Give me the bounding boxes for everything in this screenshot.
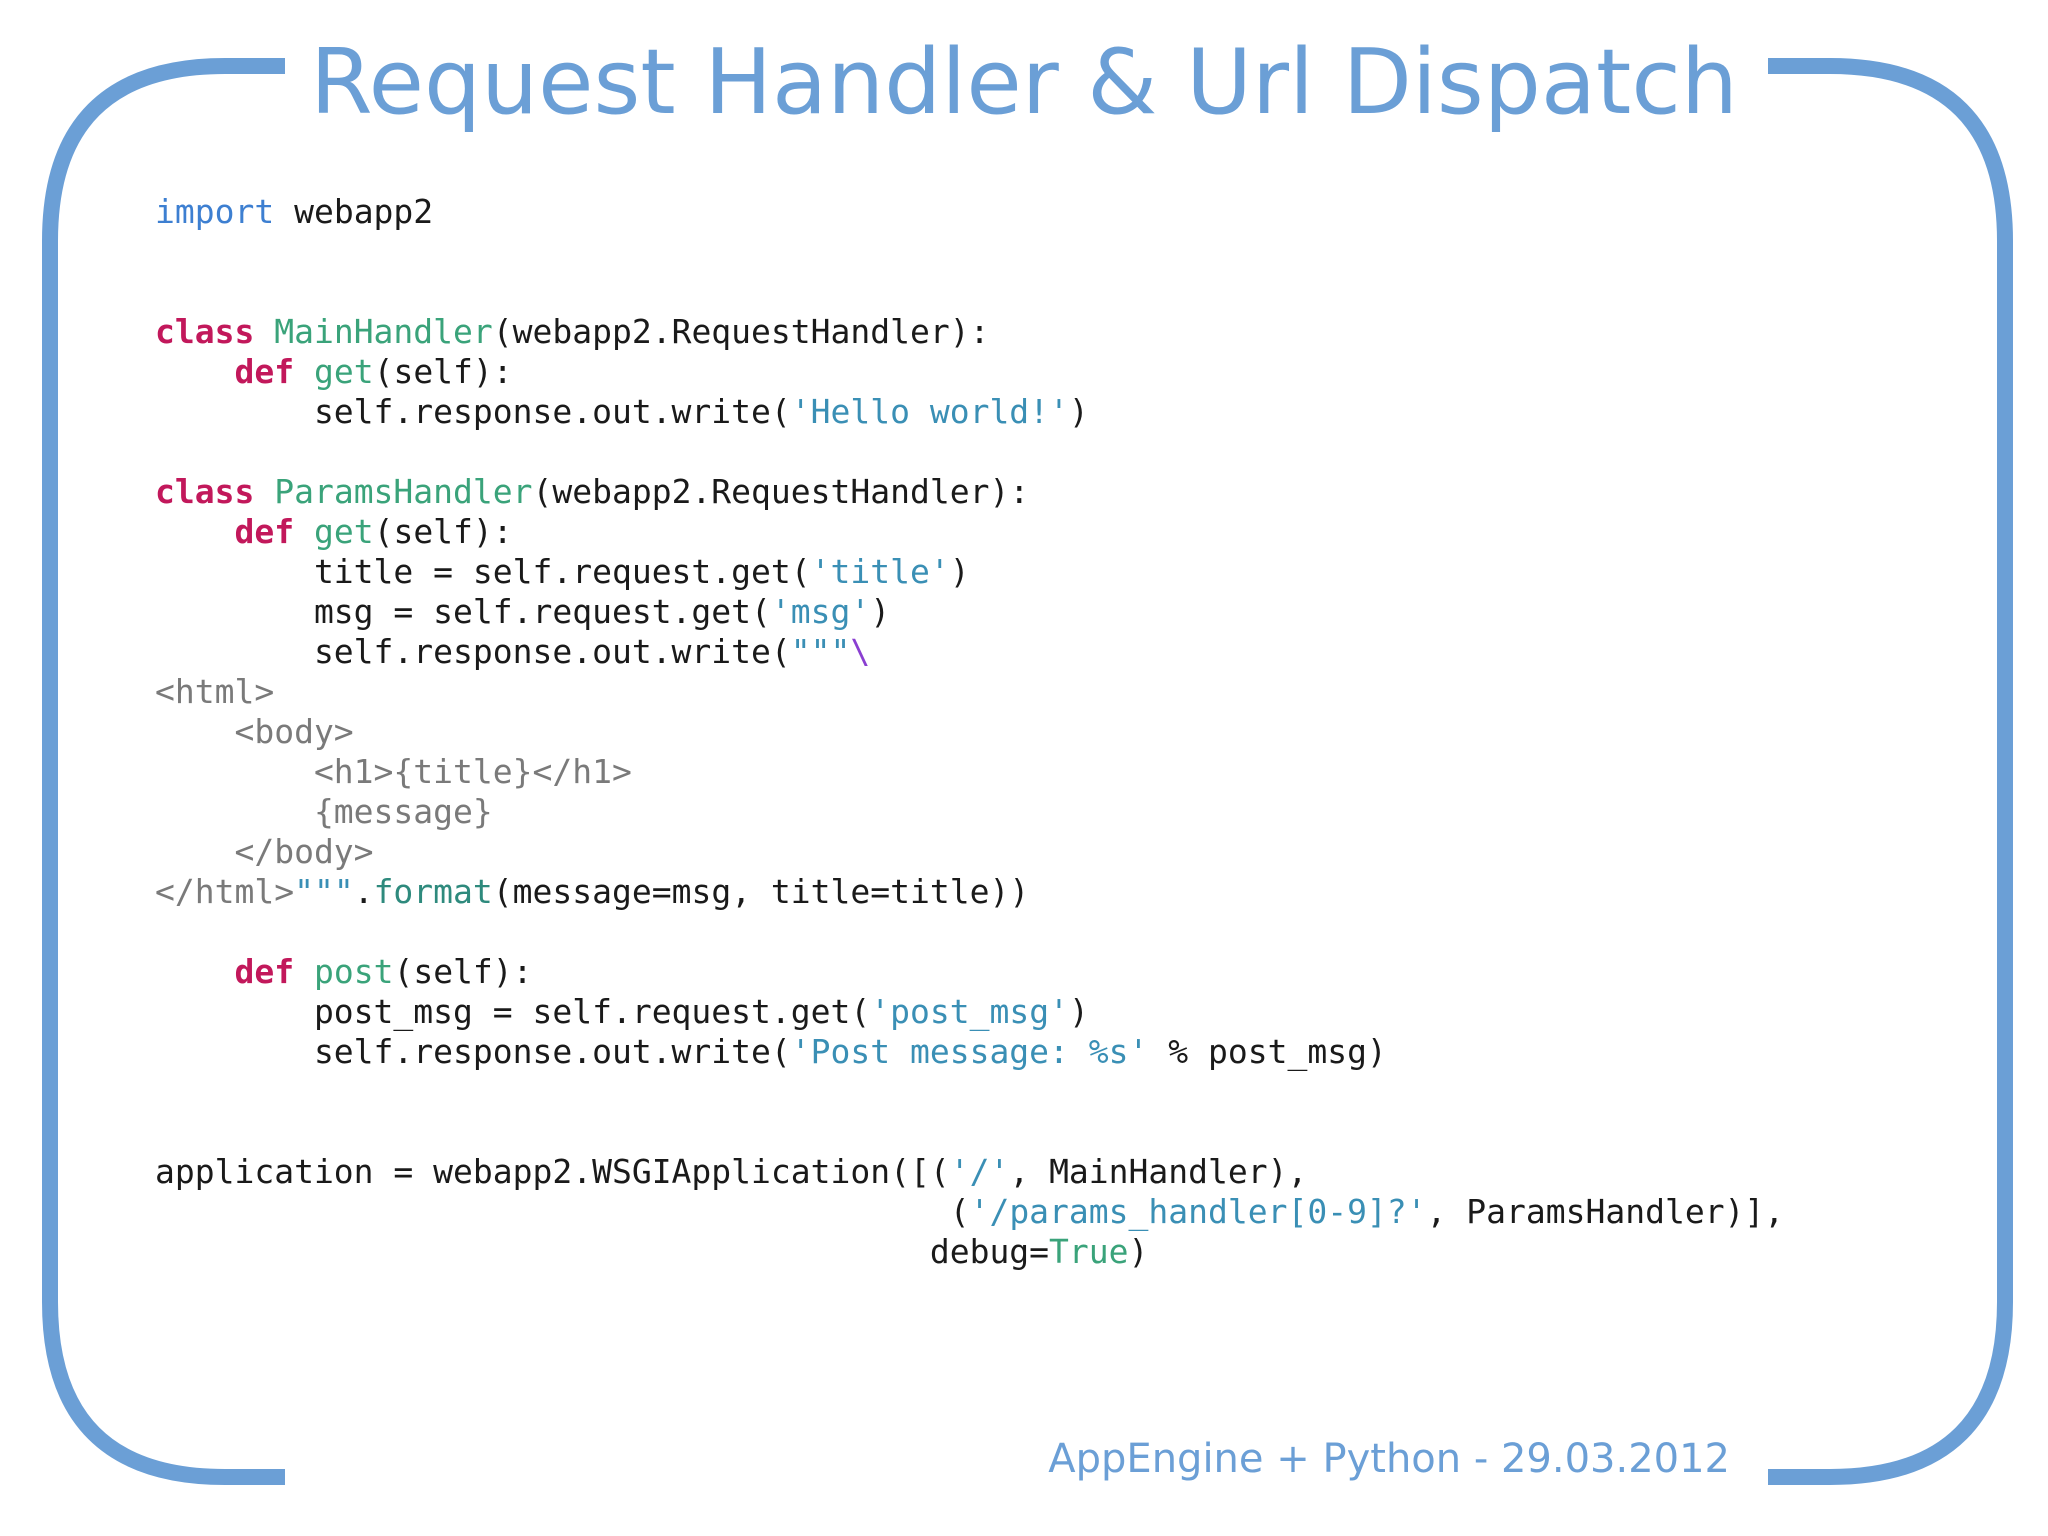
- code-token: [155, 512, 234, 551]
- code-token: get: [313, 352, 374, 391]
- code-token: </body>: [155, 832, 374, 871]
- code-token: <h1>{title}</h1>: [155, 752, 632, 791]
- code-line: [155, 1112, 1784, 1152]
- code-token: 'title': [810, 552, 950, 591]
- code-token: 'msg': [770, 592, 871, 631]
- code-token: webapp2: [274, 192, 434, 231]
- code-token: 'post_msg': [870, 992, 1069, 1031]
- code-token: post: [313, 952, 394, 991]
- code-line: debug=True): [155, 1232, 1784, 1272]
- code-token: MainHandler: [274, 312, 493, 351]
- code-token: self.response.out.write(: [155, 1032, 791, 1071]
- code-token: def: [234, 352, 295, 391]
- code-token: [294, 952, 314, 991]
- code-token: '/': [949, 1152, 1010, 1191]
- code-line: [155, 432, 1784, 472]
- code-token: {message}: [155, 792, 493, 831]
- code-token: ParamsHandler: [274, 472, 533, 511]
- code-token: self.response.out.write(: [155, 392, 791, 431]
- code-line: self.response.out.write('Hello world!'): [155, 392, 1784, 432]
- code-token: self.response.out.write(: [155, 632, 791, 671]
- frame-left-bracket: [42, 58, 285, 1485]
- code-token: (self):: [393, 952, 533, 991]
- code-token: """: [790, 632, 851, 671]
- code-token: ): [1068, 392, 1089, 431]
- code-line: application = webapp2.WSGIApplication([(…: [155, 1152, 1784, 1192]
- code-token: 'Hello world!': [790, 392, 1069, 431]
- code-token: ): [949, 552, 970, 591]
- code-token: (self):: [373, 352, 513, 391]
- code-token: % post_msg): [1148, 1032, 1387, 1071]
- code-token: import: [155, 192, 275, 231]
- code-token: </html>: [155, 872, 295, 911]
- code-line: title = self.request.get('title'): [155, 552, 1784, 592]
- code-line: def post(self):: [155, 952, 1784, 992]
- slide-title: Request Handler & Url Dispatch: [310, 30, 1738, 135]
- code-token: format: [373, 872, 493, 911]
- code-line: </body>: [155, 832, 1784, 872]
- code-line: <h1>{title}</h1>: [155, 752, 1784, 792]
- code-token: def: [234, 952, 295, 991]
- code-token: , MainHandler),: [1009, 1152, 1308, 1191]
- code-line: class ParamsHandler(webapp2.RequestHandl…: [155, 472, 1784, 512]
- code-token: '/params_handler[0-9]?': [969, 1192, 1427, 1231]
- code-token: True: [1049, 1232, 1129, 1271]
- code-token: [294, 512, 314, 551]
- code-token: def: [234, 512, 295, 551]
- code-line: import webapp2: [155, 192, 1784, 232]
- code-line: post_msg = self.request.get('post_msg'): [155, 992, 1784, 1032]
- code-token: 'Post message: %s': [790, 1032, 1149, 1071]
- code-token: ): [1128, 1232, 1149, 1271]
- code-line: msg = self.request.get('msg'): [155, 592, 1784, 632]
- code-token: \: [850, 632, 871, 671]
- code-token: debug=: [155, 1232, 1050, 1271]
- code-line: {message}: [155, 792, 1784, 832]
- code-token: (webapp2.RequestHandler):: [492, 312, 990, 351]
- code-line: [155, 1072, 1784, 1112]
- code-token: title = self.request.get(: [155, 552, 811, 591]
- code-token: (: [155, 1192, 970, 1231]
- code-token: msg = self.request.get(: [155, 592, 771, 631]
- code-line: [155, 912, 1784, 952]
- frame-right-bracket: [1768, 58, 2013, 1485]
- code-token: [294, 352, 314, 391]
- code-token: get: [313, 512, 374, 551]
- code-block: import webapp2 class MainHandler(webapp2…: [155, 192, 1784, 1272]
- code-line: def get(self):: [155, 512, 1784, 552]
- code-line: self.response.out.write('Post message: %…: [155, 1032, 1784, 1072]
- code-token: (message=msg, title=title)): [492, 872, 1030, 911]
- code-token: post_msg = self.request.get(: [155, 992, 871, 1031]
- slide-footer: AppEngine + Python - 29.03.2012: [1048, 1436, 1730, 1482]
- code-line: [155, 272, 1784, 312]
- code-line: self.response.out.write("""\: [155, 632, 1784, 672]
- code-token: [254, 312, 274, 351]
- code-token: , ParamsHandler)],: [1426, 1192, 1785, 1231]
- code-token: """: [294, 872, 354, 911]
- code-token: [155, 952, 234, 991]
- code-token: <html>: [155, 672, 275, 711]
- code-token: (webapp2.RequestHandler):: [532, 472, 1030, 511]
- code-line: ('/params_handler[0-9]?', ParamsHandler)…: [155, 1192, 1784, 1232]
- code-token: class: [155, 312, 255, 351]
- code-line: def get(self):: [155, 352, 1784, 392]
- code-token: .: [353, 872, 374, 911]
- code-token: ): [1068, 992, 1089, 1031]
- code-line: </html>""".format(message=msg, title=tit…: [155, 872, 1784, 912]
- code-token: [254, 472, 274, 511]
- code-token: <body>: [155, 712, 354, 751]
- code-token: class: [155, 472, 255, 511]
- code-token: ): [870, 592, 891, 631]
- code-line: <html>: [155, 672, 1784, 712]
- code-token: application = webapp2.WSGIApplication([(: [155, 1152, 950, 1191]
- code-line: [155, 232, 1784, 272]
- code-token: (self):: [373, 512, 513, 551]
- code-line: <body>: [155, 712, 1784, 752]
- code-token: [155, 352, 234, 391]
- code-line: class MainHandler(webapp2.RequestHandler…: [155, 312, 1784, 352]
